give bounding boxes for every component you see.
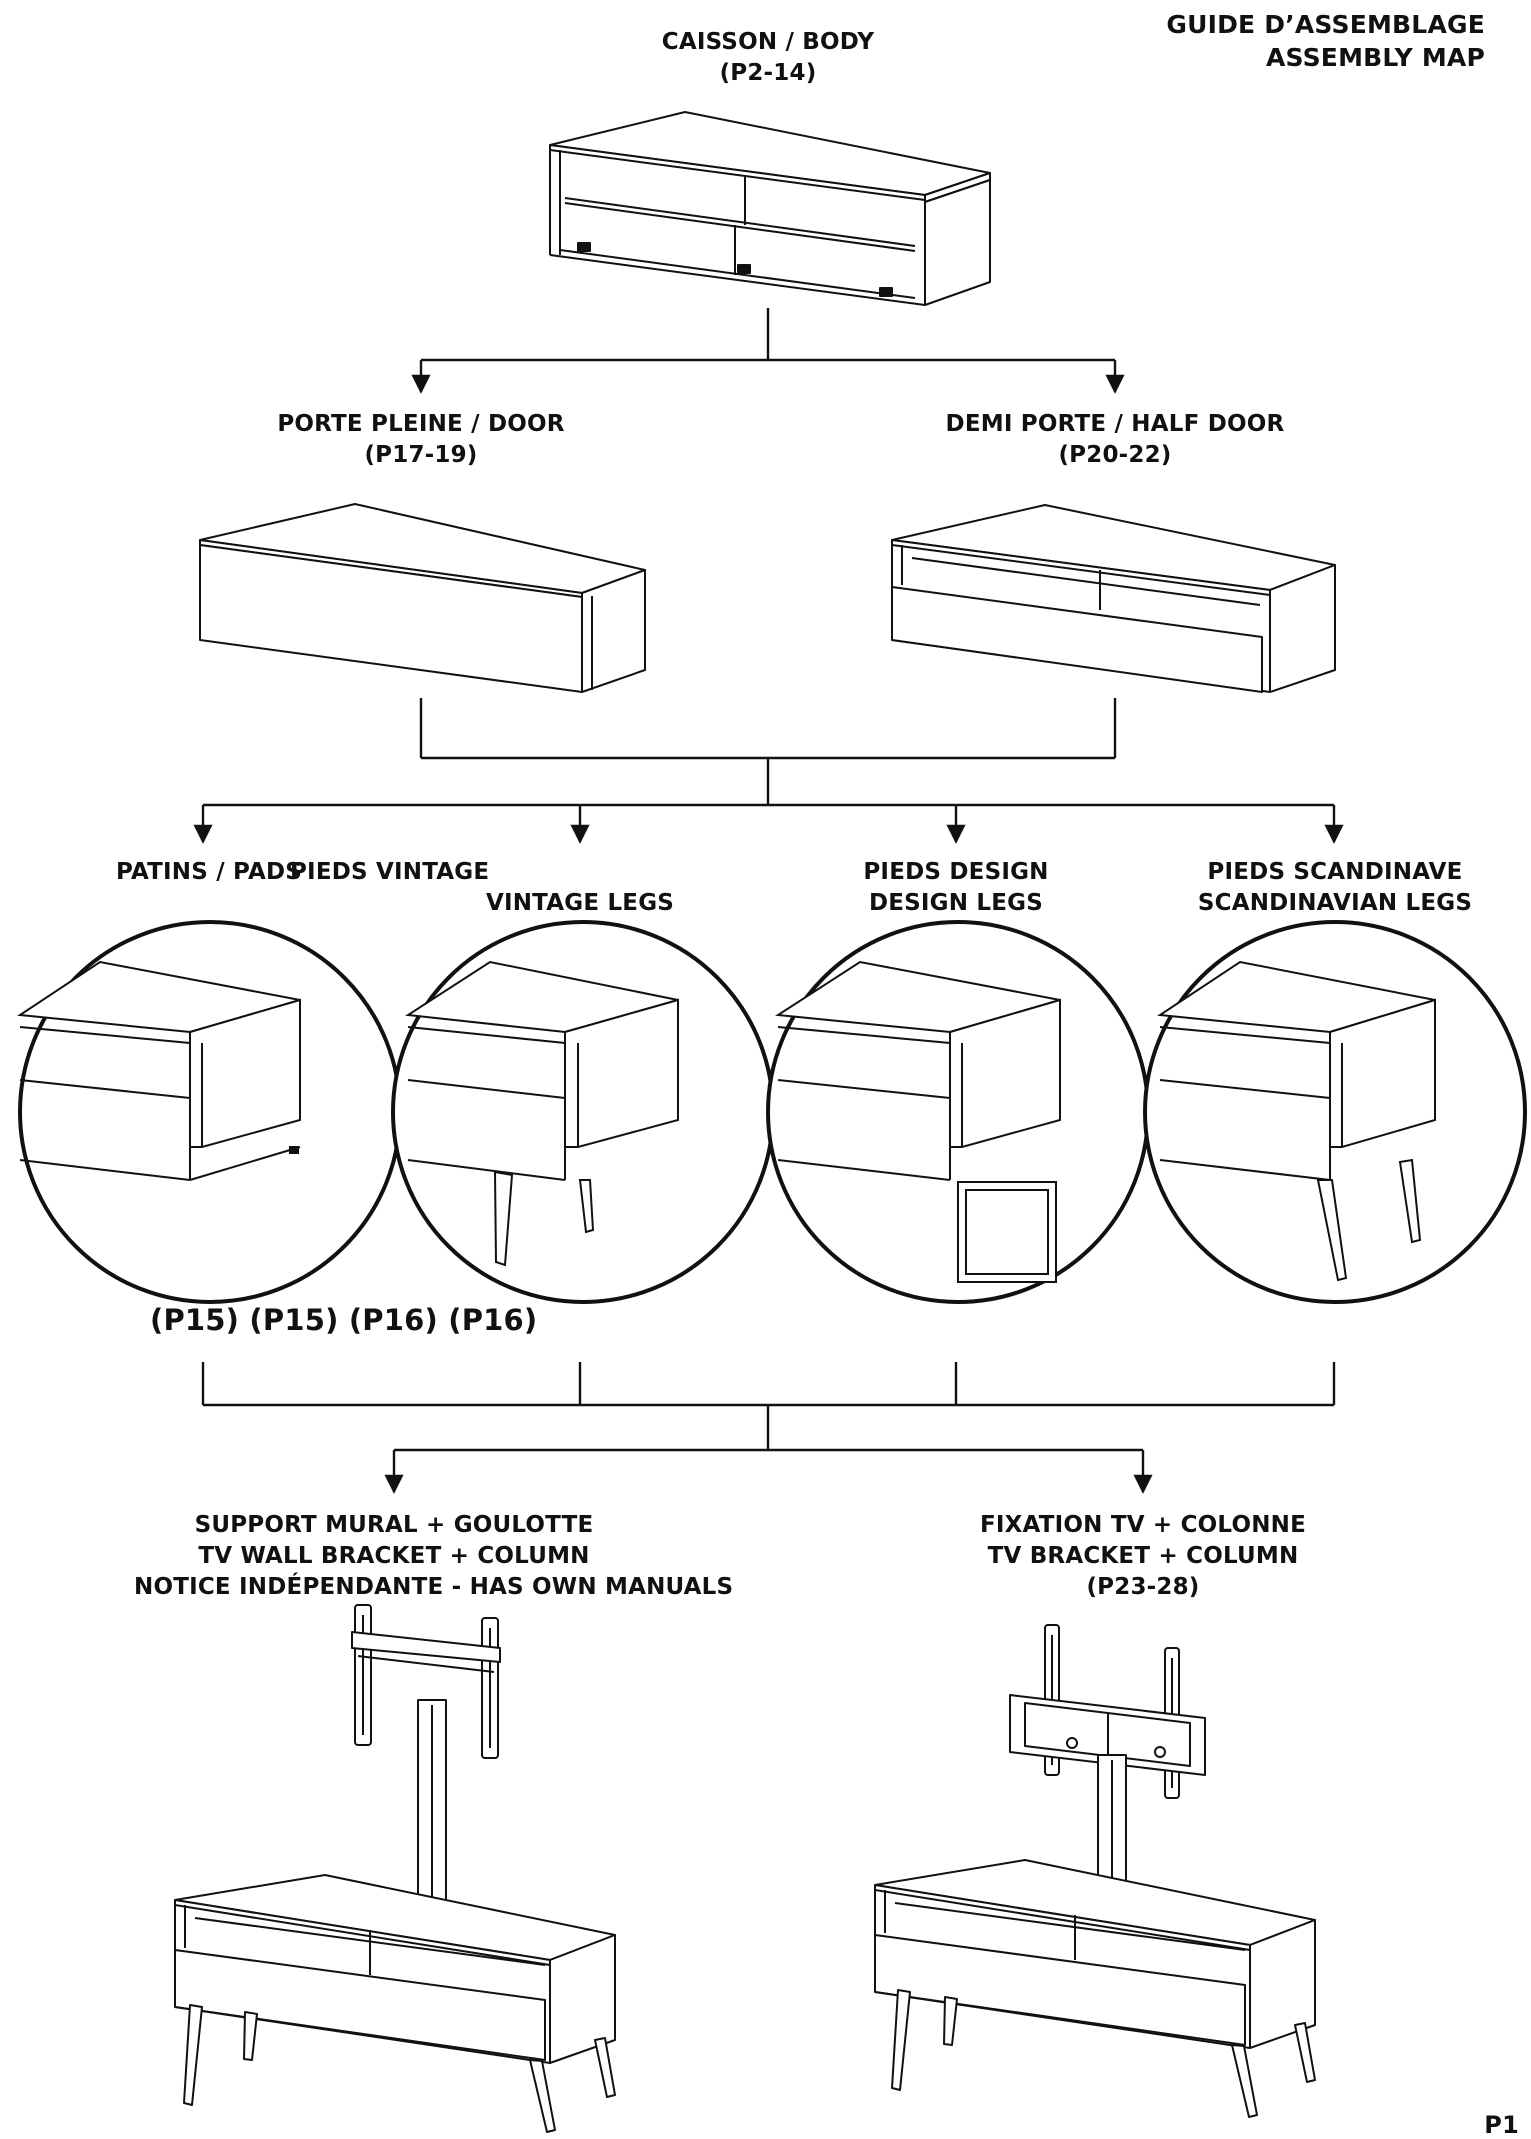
wall-bracket-step-label: SUPPORT MURAL + GOULOTTE TV WALL BRACKET…: [134, 1510, 734, 1603]
tv-bracket-pages: (P23-28): [1086, 1574, 1200, 1600]
vintage-step-label-line2: VINTAGE LEGS: [485, 890, 675, 916]
wall-bracket-line2: TV WALL BRACKET + COLUMN: [198, 1543, 590, 1569]
body-illustration: [549, 111, 991, 306]
design-step-line2: DESIGN LEGS: [868, 890, 1044, 916]
vintage-step-pages: (P15): [249, 1303, 339, 1337]
half-door-illustration: [891, 504, 1336, 693]
design-step-line1: PIEDS DESIGN: [863, 859, 1049, 885]
door-step-label: PORTE PLEINE / DOOR (P17-19): [221, 409, 621, 471]
wall-bracket-line3: NOTICE INDÉPENDANTE - HAS OWN MANUALS: [134, 1574, 734, 1600]
body-step-name: CAISSON / BODY: [661, 29, 875, 55]
pads-step-label: PATINS / PADS: [116, 859, 303, 885]
door-step-name: PORTE PLEINE / DOOR: [277, 411, 565, 437]
full-door-illustration: [199, 503, 646, 693]
header-title-line2: ASSEMBLY MAP: [1265, 43, 1485, 72]
leg-option-vintage: [391, 920, 775, 1304]
half-door-step-pages: (P20-22): [1058, 442, 1172, 468]
tv-bracket-line2: TV BRACKET + COLUMN: [987, 1543, 1299, 1569]
pads-step-pages: (P15): [150, 1303, 240, 1337]
tv-bracket-step-label: FIXATION TV + COLONNE TV BRACKET + COLUM…: [943, 1510, 1343, 1603]
scandinavian-step-line1: PIEDS SCANDINAVE: [1207, 859, 1463, 885]
tv-bracket-illustration: [874, 1624, 1316, 2118]
body-step-pages: (P2-14): [719, 60, 817, 86]
design-step-pages: (P16): [348, 1303, 438, 1337]
page-number: P1: [1484, 2111, 1519, 2139]
header-title: GUIDE D’ASSEMBLAGE ASSEMBLY MAP: [1166, 8, 1485, 74]
scandinavian-step-label: PIEDS SCANDINAVE SCANDINAVIAN LEGS: [1160, 857, 1510, 919]
body-step-label: CAISSON / BODY (P2-14): [568, 27, 968, 89]
half-door-step-name: DEMI PORTE / HALF DOOR: [945, 411, 1285, 437]
scandinavian-step-line2: SCANDINAVIAN LEGS: [1197, 890, 1473, 916]
flow-connectors: [193, 308, 1344, 1494]
leg-option-scandinavian: [1143, 920, 1527, 1304]
leg-option-design: [766, 920, 1150, 1304]
half-door-step-label: DEMI PORTE / HALF DOOR (P20-22): [915, 409, 1315, 471]
design-step-label: PIEDS DESIGN DESIGN LEGS: [806, 857, 1106, 919]
leg-pages-row: (P15) (P15) (P16) (P16): [150, 1305, 537, 1336]
tv-bracket-line1: FIXATION TV + COLONNE: [979, 1512, 1307, 1538]
wall-bracket-line1: SUPPORT MURAL + GOULOTTE: [194, 1512, 594, 1538]
scandinavian-step-pages: (P16): [448, 1303, 538, 1337]
wall-bracket-illustration: [174, 1604, 616, 2133]
vintage-step-label-line1: PIEDS VINTAGE: [290, 859, 490, 885]
leg-option-pads: [17, 920, 402, 1304]
door-step-pages: (P17-19): [364, 442, 478, 468]
header-title-line1: GUIDE D’ASSEMBLAGE: [1166, 10, 1485, 39]
